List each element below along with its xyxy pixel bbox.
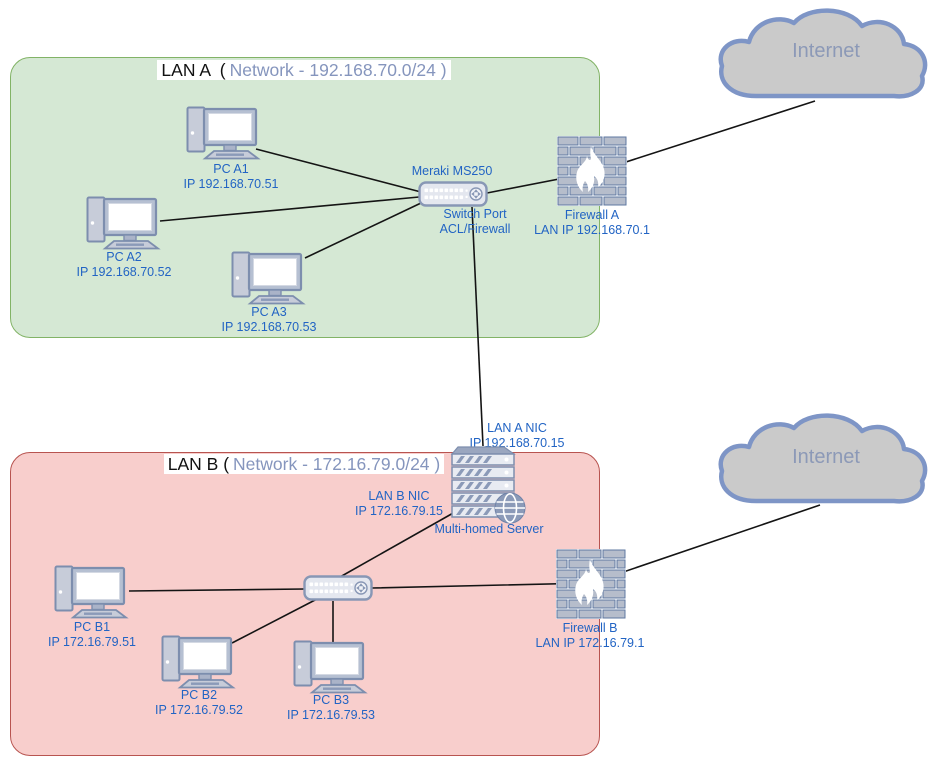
link-switcha-firewalla-internet (486, 100, 816, 194)
firewall-b-name: Firewall B (562, 621, 618, 635)
link-switcha-server (471, 206, 484, 447)
switch-b-icon (303, 575, 373, 601)
pc-b1-name: PC B1 (73, 620, 111, 634)
link-pcb2-switchb (231, 598, 318, 644)
firewall-b-icon (556, 549, 626, 619)
pc-b2-icon (161, 635, 237, 689)
switch-a-model-label: Meraki MS250 (380, 164, 524, 179)
server-nic-a-name: LAN A NIC (487, 421, 547, 435)
link-pca2-switcha (159, 196, 420, 222)
internet-bottom-label: Internet (792, 446, 860, 468)
server-nic-b-label: LAN B NIC IP 172.16.79.15 (327, 489, 471, 518)
lan-a-boundary (10, 57, 600, 338)
link-pca3-switcha (304, 202, 422, 259)
firewall-a-icon (557, 136, 627, 206)
switch-a-note-label: Switch Port ACL/Firewall (403, 207, 547, 236)
lan-a-title-name: LAN A ( (159, 60, 228, 80)
firewall-a-name: Firewall A (564, 208, 620, 222)
firewall-b-label: Firewall B LAN IP 172.16.79.1 (518, 621, 662, 650)
switch-a-note-line1: Switch Port (443, 207, 507, 221)
pc-a1-label: PC A1 IP 192.168.70.51 (159, 162, 303, 191)
pc-b2-ip: IP 172.16.79.52 (154, 702, 244, 717)
server-nic-a-label: LAN A NIC IP 192.168.70.15 (445, 421, 589, 450)
link-pcb1-switchb (128, 588, 306, 592)
pc-a1-name: PC A1 (213, 162, 249, 176)
pc-b3-icon (293, 640, 369, 694)
pc-b1-icon (54, 565, 130, 619)
switch-a-model: Meraki MS250 (411, 164, 493, 178)
lan-b-title-network: Network - 172.16.79.0/24 ) (231, 454, 443, 474)
pc-b3-name: PC B3 (312, 693, 350, 707)
firewall-a-ip: LAN IP 192.168.70.1 (534, 222, 650, 237)
pc-a3-label: PC A3 IP 192.168.70.53 (197, 305, 341, 334)
lan-a-title-network: Network - 192.168.70.0/24 ) (227, 60, 449, 80)
firewall-a-label: Firewall A LAN IP 192.168.70.1 (520, 208, 664, 237)
pc-a1-ip: IP 192.168.70.51 (183, 176, 279, 191)
pc-a3-ip: IP 192.168.70.53 (221, 319, 317, 334)
lan-b-title-name: LAN B ( (165, 454, 232, 474)
pc-a2-icon (86, 196, 162, 250)
firewall-b-ip: LAN IP 172.16.79.1 (535, 635, 645, 650)
pc-a3-icon (231, 251, 307, 305)
pc-a1-icon (186, 106, 262, 160)
switch-a-icon (418, 181, 488, 207)
link-server-switchb (339, 511, 456, 578)
pc-a2-ip: IP 192.168.70.52 (76, 264, 172, 279)
pc-a3-name: PC A3 (251, 305, 287, 319)
pc-a2-label: PC A2 IP 192.168.70.52 (52, 250, 196, 279)
server-name-label: Multi-homed Server (409, 522, 569, 537)
internet-top-label: Internet (792, 40, 860, 62)
server-nic-b-name: LAN B NIC (368, 489, 430, 503)
lan-a-title: LAN A (Network - 192.168.70.0/24 ) (10, 59, 598, 81)
server-nic-b-ip: IP 172.16.79.15 (354, 503, 444, 518)
pc-b2-name: PC B2 (180, 688, 218, 702)
switch-a-note-line2: ACL/Firewall (439, 221, 511, 236)
lan-b-title: LAN B (Network - 172.16.79.0/24 ) (10, 453, 598, 475)
pc-b2-label: PC B2 IP 172.16.79.52 (127, 688, 271, 717)
pc-b3-ip: IP 172.16.79.53 (286, 707, 376, 722)
link-pca1-switcha (255, 148, 422, 193)
pc-b1-label: PC B1 IP 172.16.79.51 (20, 620, 164, 649)
server-nic-a-ip: IP 192.168.70.15 (469, 435, 565, 450)
server-name: Multi-homed Server (434, 522, 544, 536)
pc-a2-name: PC A2 (106, 250, 142, 264)
pc-b3-label: PC B3 IP 172.16.79.53 (259, 693, 403, 722)
pc-b1-ip: IP 172.16.79.51 (47, 634, 137, 649)
